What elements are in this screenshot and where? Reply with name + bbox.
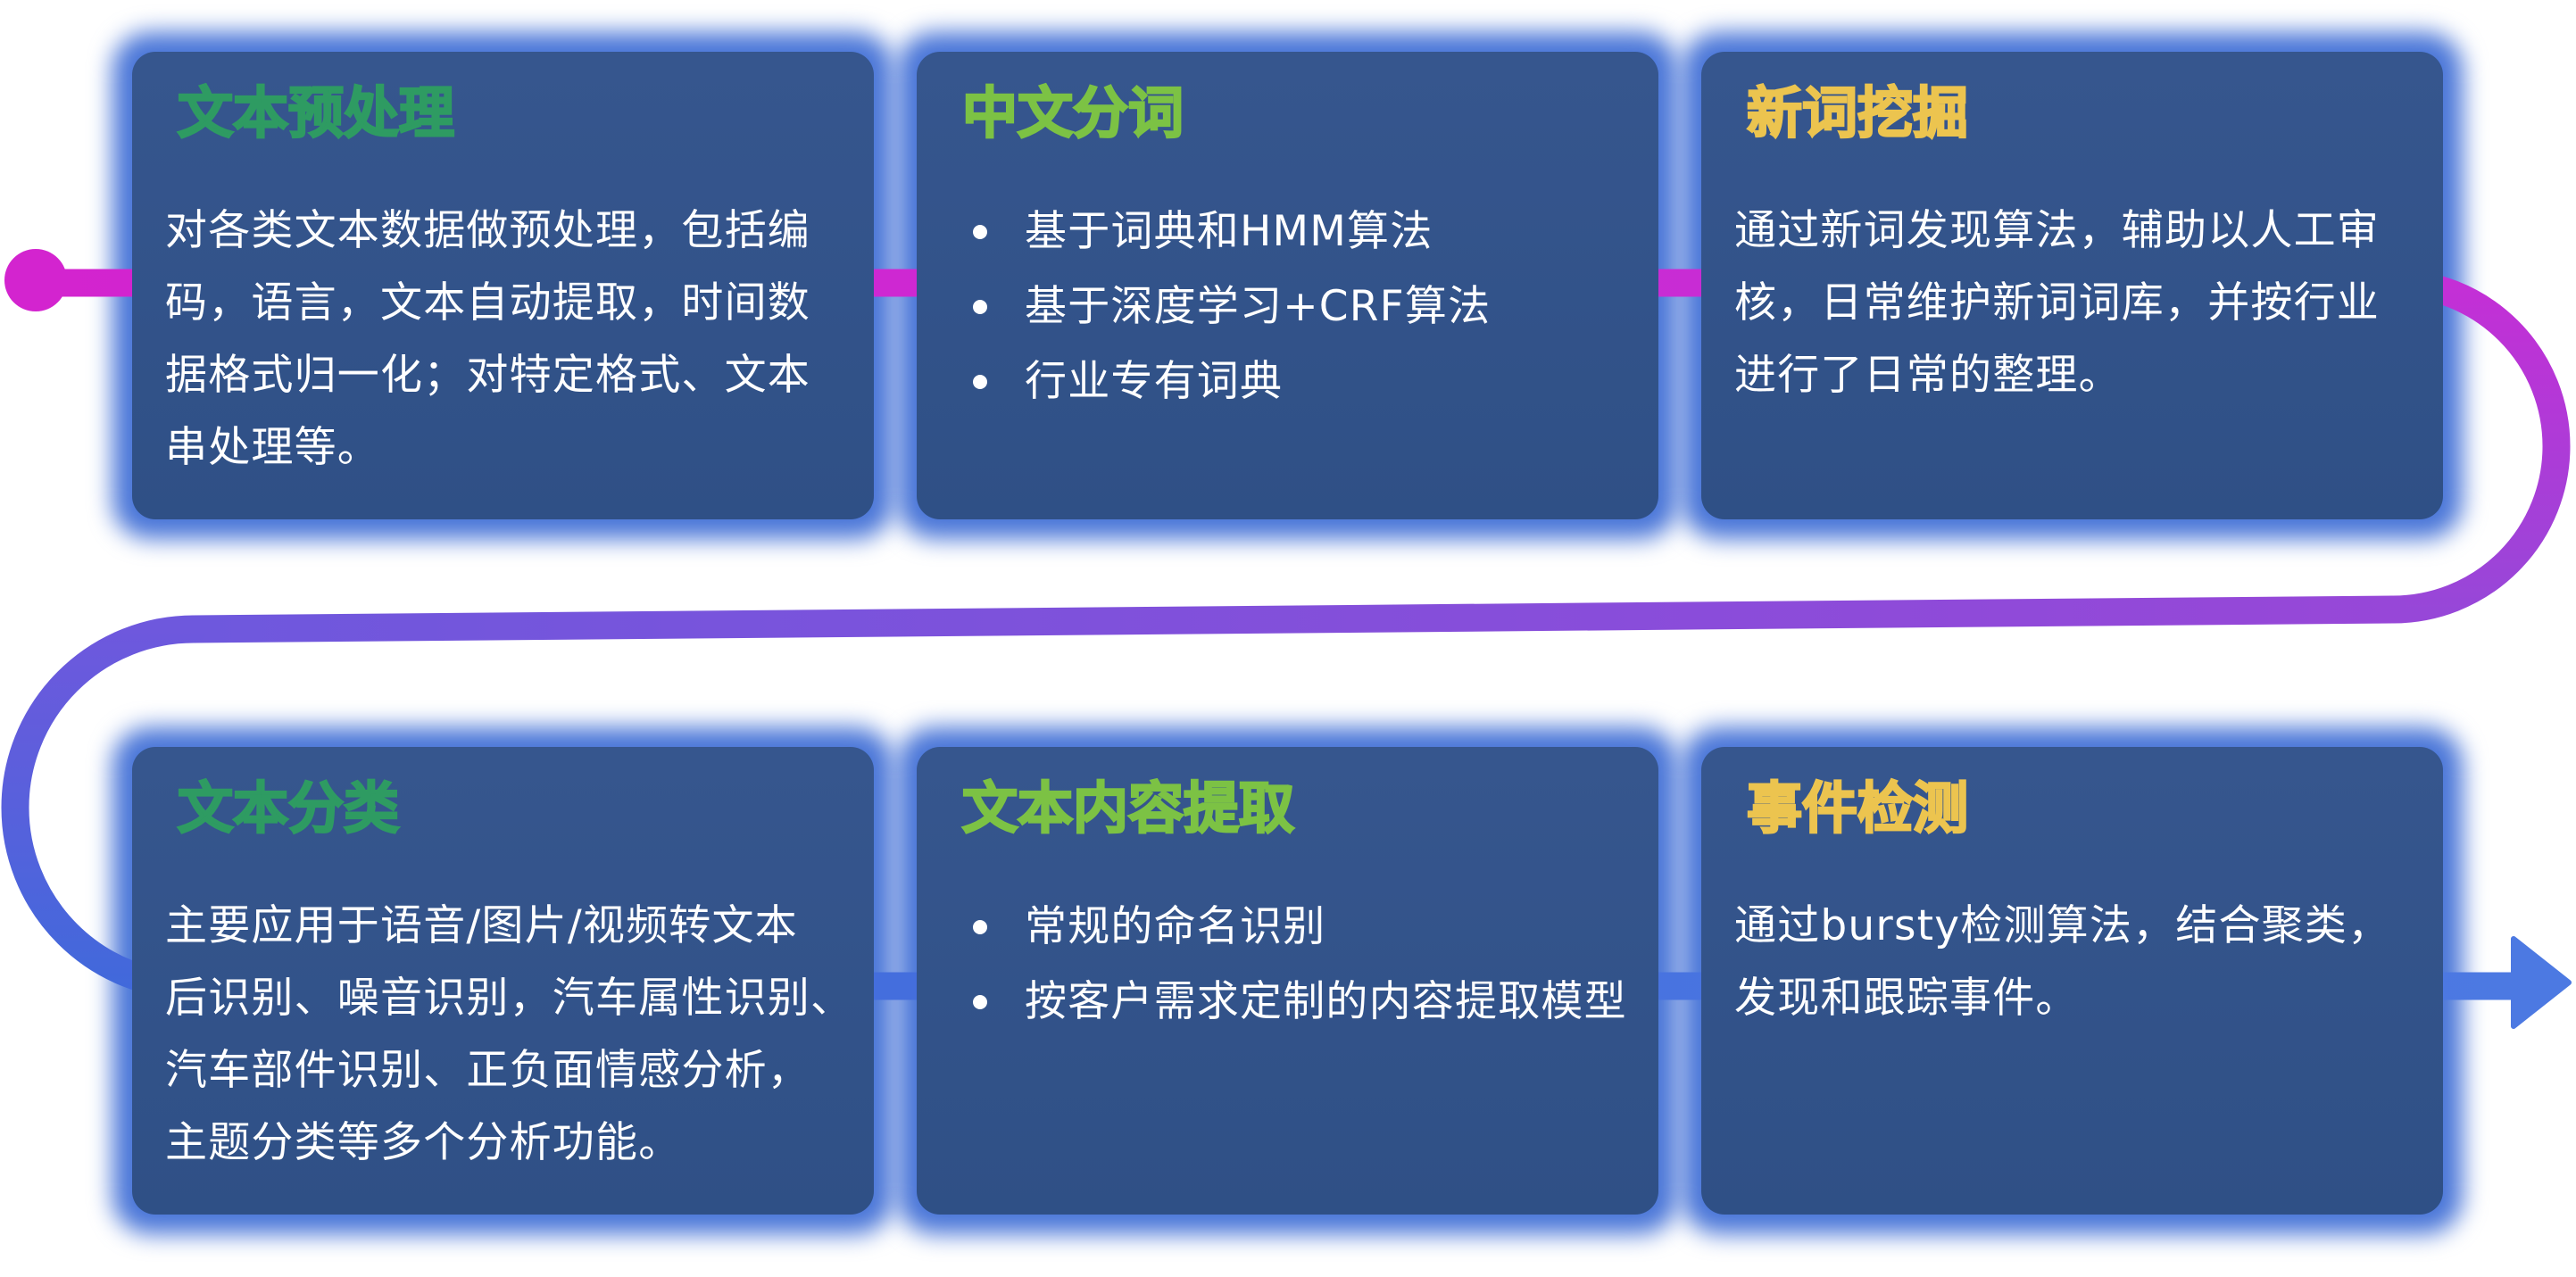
bullet-item: 按客户需求定制的内容提取模型 [950,965,1648,1040]
card-text-classification: 文本分类 主要应用于语音/图片/视频转文本 后识别、噪音识别，汽车属性识别、 汽… [132,747,874,1215]
bullet-dot-icon [973,375,987,389]
card-title: 事件检测 [1746,775,1969,842]
bullet-text: 行业专有词典 [1025,357,1284,406]
card-body: 通过bursty检测算法，结合聚类， 发现和跟踪事件。 [1734,901,2391,1023]
flow-curve-right [2379,269,2571,624]
card-title: 中文分词 [961,79,1184,146]
card-text-preprocessing: 文本预处理 对各类文本数据做预处理，包括编 码，语言，文本自动提取，时间数 据格… [132,52,874,519]
bullet-item: 基于深度学习+CRF算法 [950,269,1648,344]
card-title: 新词挖掘 [1746,79,1969,146]
card-new-word-mining: 新词挖掘 通过新词发现算法，辅助以人工审 核，日常维护新词词库，并按行业 进行了… [1701,52,2443,519]
flow-curve-left [1,615,208,1000]
card-text-content-extraction: 文本内容提取 常规的命名识别 按客户需求定制的内容提取模型 [917,747,1658,1215]
bullet-dot-icon [973,995,987,1009]
bullet-list: 常规的命名识别 按客户需求定制的内容提取模型 [950,890,1648,1040]
card-title: 文本内容提取 [961,775,1295,842]
card-chinese-word-segmentation: 中文分词 基于词典和HMM算法 基于深度学习+CRF算法 行业专有词典 [917,52,1658,519]
card-body: 通过新词发现算法，辅助以人工审 核，日常维护新词词库，并按行业 进行了日常的整理… [1734,206,2380,400]
bullet-dot-icon [973,300,987,314]
bullet-text: 基于深度学习+CRF算法 [1025,282,1492,331]
flow-start-dot [4,249,67,311]
bullet-text: 按客户需求定制的内容提取模型 [1025,977,1627,1026]
bullet-item: 基于词典和HMM算法 [950,195,1648,269]
bullet-dot-icon [973,920,987,934]
card-body: 主要应用于语音/图片/视频转文本 后识别、噪音识别，汽车属性识别、 汽车部件识别… [165,901,854,1167]
flow-line-middle [179,595,2407,643]
bullet-text: 基于词典和HMM算法 [1025,207,1433,256]
bullet-text: 常规的命名识别 [1025,902,1326,951]
bullet-item: 行业专有词典 [950,344,1648,419]
card-event-detection: 事件检测 通过bursty检测算法，结合聚类， 发现和跟踪事件。 [1701,747,2443,1215]
bullet-item: 常规的命名识别 [950,890,1648,965]
card-body: 对各类文本数据做预处理，包括编 码，语言，文本自动提取，时间数 据格式归一化；对… [165,206,810,472]
card-title: 文本预处理 [177,79,455,146]
flow-arrowhead [2511,936,2572,1029]
bullet-list: 基于词典和HMM算法 基于深度学习+CRF算法 行业专有词典 [950,195,1648,419]
card-title: 文本分类 [177,775,400,842]
bullet-dot-icon [973,225,987,239]
